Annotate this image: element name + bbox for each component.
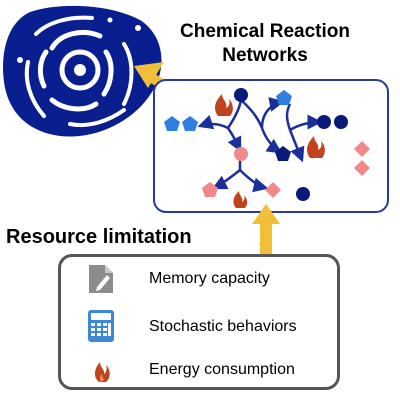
species-pentagon-blue-2 [182,116,198,131]
title-line-1: Chemical Reaction [180,21,350,42]
species-dark-1 [234,88,248,102]
species-diamond-pink-1 [354,141,370,157]
organelle-arc-5 [34,15,94,36]
title-line-2: Networks [222,45,308,66]
vesicle-3 [107,17,113,23]
flame-icon [215,94,233,116]
organelle-arc-4 [37,49,49,89]
flame-icon [307,136,325,158]
resource-title: Resource limitation [6,226,192,248]
organelle-arc-2 [101,49,114,97]
resource-item-memory: Memory capacity [149,270,270,287]
species-pentagon-blue-3 [276,90,292,105]
network-title: Chemical Reaction Networks [150,20,380,68]
organelle-arc-3 [49,97,99,112]
vesicle-1 [17,57,23,63]
species-pink-1 [234,147,248,161]
species-nodes [164,88,370,201]
species-pentagon-blue-1 [164,116,180,131]
calculator-icon [88,310,114,342]
network-flames [215,94,325,208]
organelle-arc-7 [24,60,46,118]
resource-item-energy: Energy consumption [149,361,295,378]
nucleus-inner [74,64,86,76]
species-pentagon-pink-1 [202,182,218,197]
resource-item-stochastic: Stochastic behaviors [149,318,297,335]
organelle-arc-8 [68,108,126,127]
species-diamond-pink-3 [265,182,281,198]
species-pentagon-dark-1 [275,146,291,161]
callout-arrow-to-network [252,204,280,254]
species-dark-2 [317,115,331,129]
memory-icon [89,265,113,293]
flame-icon [233,191,248,208]
organelle-arc-6 [122,42,134,106]
resource-box: Memory capacity Stochastic behaviors Ene… [58,254,340,390]
species-dark-3 [334,115,348,129]
flame-icon [94,362,110,382]
vesicle-2 [135,25,141,31]
cell-illustration [3,5,162,137]
nucleus-outer [59,49,101,91]
organelle-arc-1 [49,30,103,51]
species-diamond-pink-2 [354,160,370,176]
species-dark-4 [296,187,310,201]
